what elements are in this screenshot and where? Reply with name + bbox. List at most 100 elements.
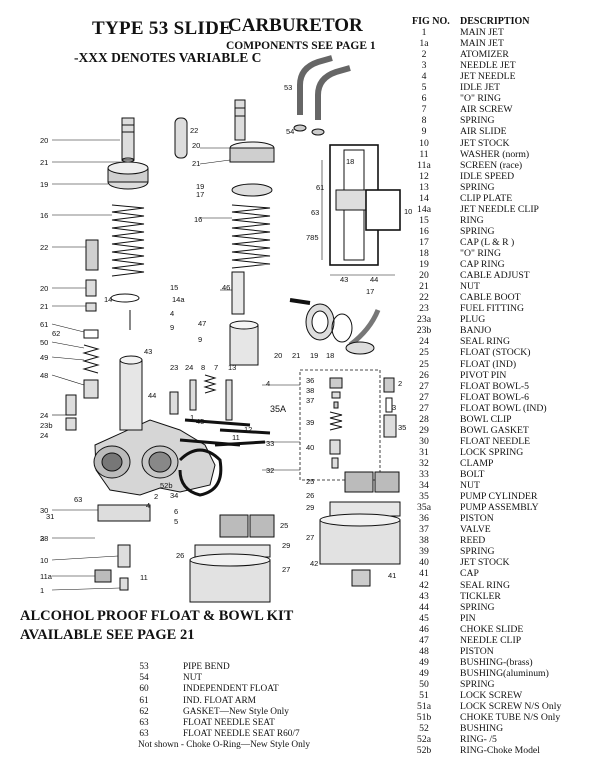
- part-number: 29: [419, 424, 429, 436]
- part-description: IDLE JET: [460, 82, 501, 94]
- description-header: DESCRIPTION: [460, 16, 530, 27]
- part-number: 12: [419, 170, 429, 182]
- part-number: 40: [419, 557, 429, 569]
- clamp: [178, 448, 223, 497]
- part-description: CABLE BOOT: [460, 292, 521, 304]
- callout: 13: [228, 363, 236, 372]
- mid-cap-stack: [174, 99, 275, 197]
- callout: 50: [40, 338, 48, 347]
- part-description: BOWL GASKET: [460, 424, 529, 436]
- callout: 43: [340, 275, 348, 284]
- part-description: MAIN JET: [460, 38, 504, 50]
- callout: 29: [282, 541, 290, 550]
- part-number: 24: [419, 336, 429, 348]
- callout: 26: [306, 491, 314, 500]
- kit-notice-line2: AVAILABLE SEE PAGE 21: [20, 627, 195, 643]
- part-number: 17: [419, 236, 429, 248]
- callout: 2: [154, 492, 158, 501]
- part-number: 19: [419, 259, 429, 271]
- part-description: CHOKE TUBE N/S Only: [460, 712, 561, 724]
- bottom-part-description: INDEPENDENT FLOAT: [183, 684, 279, 695]
- part-description: NEEDLE JET: [460, 60, 516, 72]
- callout: 31: [46, 512, 54, 521]
- callout: 63: [311, 208, 319, 217]
- left-cap-stack: [107, 117, 149, 190]
- part-number: 41: [419, 568, 429, 580]
- bottom-part-number: 53: [139, 662, 149, 672]
- callout: 10: [404, 207, 412, 216]
- pipe-bend: [293, 55, 351, 136]
- part-number: 9: [421, 126, 427, 138]
- bottom-part-description: FLOAT NEEDLE SEAT: [183, 718, 275, 728]
- part-description: BOWL CLIP: [460, 413, 512, 425]
- callout: 44: [148, 391, 156, 400]
- callout: 24: [185, 363, 193, 372]
- part-number: 27: [419, 402, 429, 414]
- part-number: 22: [419, 292, 429, 304]
- callout: 36: [306, 376, 314, 385]
- part-number: 44: [419, 601, 429, 613]
- callout: 18: [346, 157, 354, 166]
- left-small-parts: [65, 279, 100, 431]
- part-number: 34: [419, 480, 429, 492]
- part-number: 48: [419, 645, 429, 657]
- part-number: 16: [419, 225, 429, 237]
- part-description: SPRING: [460, 601, 495, 613]
- part-number: 20: [419, 270, 429, 282]
- part-description: PUMP ASSEMBLY: [460, 502, 539, 514]
- part-number: 51: [419, 690, 429, 701]
- callout: 20: [274, 351, 282, 360]
- part-number: 8: [421, 115, 427, 127]
- part-description: PISTON: [460, 645, 494, 657]
- part-description: CAP RING: [460, 259, 505, 271]
- callout: 27: [282, 565, 290, 574]
- kit-notice-line1: ALCOHOL PROOF FLOAT & BOWL KIT: [20, 608, 294, 624]
- part-number: 23a: [417, 314, 431, 326]
- part-number: 49: [419, 656, 429, 668]
- callout: 19: [310, 351, 318, 360]
- part-description: FLOAT BOWL-5: [460, 380, 529, 392]
- callout: 33: [266, 439, 274, 448]
- callout: 54: [286, 127, 294, 136]
- fig-no-header: FIG NO.: [412, 16, 450, 27]
- part-number: 2: [421, 49, 427, 61]
- idle-screws: [179, 418, 271, 447]
- part-number: 31: [419, 446, 429, 458]
- callout: 32: [266, 466, 274, 475]
- part-description: CABLE ADJUST: [460, 270, 530, 282]
- mid-slide: [110, 271, 259, 366]
- bottom-part-number: 61: [139, 695, 149, 706]
- part-number: 23b: [416, 325, 432, 337]
- part-description: ATOMIZER: [460, 49, 509, 61]
- part-number: 25: [419, 358, 429, 370]
- callout: 785: [306, 233, 319, 242]
- callout: 26: [176, 551, 184, 560]
- part-description: AIR SLIDE: [460, 126, 507, 138]
- bottom-part-description: IND. FLOAT ARM: [183, 695, 256, 706]
- callout: 5: [174, 517, 178, 526]
- callout: 7: [214, 363, 218, 372]
- callout: 2: [398, 379, 402, 388]
- bottom-part-number: 62: [139, 706, 149, 717]
- part-number: 50: [419, 678, 429, 690]
- callout: 46: [222, 283, 230, 292]
- part-description: LOCK SCREW N/S Only: [460, 701, 562, 713]
- callout: 41: [388, 571, 396, 580]
- callout: 25: [306, 477, 314, 486]
- bottom-part-number: 63: [139, 729, 149, 740]
- part-description: FLOAT (STOCK): [460, 347, 531, 359]
- callout: 16: [40, 211, 48, 220]
- callout: 4: [146, 501, 150, 510]
- callout: 9: [170, 323, 174, 332]
- components-note: COMPONENTS SEE PAGE 1: [226, 40, 376, 52]
- part-number: 35: [419, 491, 429, 503]
- part-description: SPRING: [460, 678, 495, 690]
- part-number: 21: [419, 281, 429, 293]
- part-number: 32: [419, 457, 429, 469]
- callout: 6: [174, 507, 178, 516]
- part-number: 25: [419, 347, 429, 359]
- callout: 24: [40, 431, 48, 440]
- part-description: LOCK SPRING: [460, 446, 524, 458]
